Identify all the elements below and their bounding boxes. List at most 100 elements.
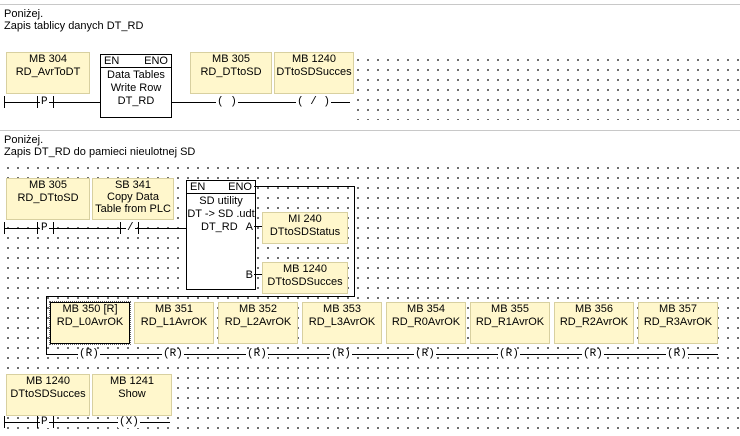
contact-mb305[interactable]: MB 305 RD_DTtoSD xyxy=(6,178,90,220)
output-mi240[interactable]: MI 240 DTtoSDStatus xyxy=(262,212,348,244)
reset-coil-symbol[interactable]: (R) xyxy=(78,348,100,360)
rung-comment: Poniżej. xyxy=(4,8,44,20)
operand-address: MB 353 xyxy=(323,303,361,315)
contact-bar xyxy=(53,96,54,108)
operand-name: RD_L0AvrOK xyxy=(56,316,124,328)
block-divider xyxy=(187,193,255,194)
contact-bar xyxy=(53,416,54,428)
operand-name: RD_R0AvrOK xyxy=(391,316,461,328)
operand-name: DTtoSDStatus xyxy=(269,226,341,238)
positive-edge-contact[interactable]: P xyxy=(40,222,49,234)
output-pin-a: A xyxy=(245,221,253,233)
reset-coil-symbol[interactable]: (R) xyxy=(246,348,268,360)
operand-address: MB 354 xyxy=(407,303,445,315)
reset-coil-symbol[interactable]: (R) xyxy=(666,348,688,360)
reset-coil-mb355[interactable]: MB 355 RD_R1AvrOK xyxy=(470,302,550,344)
contact-mb304[interactable]: MB 304 RD_AvrToDT xyxy=(6,52,90,94)
operand-address: MB 1240 xyxy=(282,263,328,275)
reset-coil-mb354[interactable]: MB 354 RD_R0AvrOK xyxy=(386,302,466,344)
output-pin-b: B xyxy=(245,269,253,281)
operand-name: RD_L1AvrOK xyxy=(140,316,208,328)
operand-address: MB 357 xyxy=(659,303,697,315)
reset-coil-mb350[interactable]: MB 350 [R] RD_L0AvrOK xyxy=(49,301,131,345)
output-mb1240[interactable]: MB 1240 DTtoSDSucces xyxy=(262,262,348,294)
operand-name: RD_R3AvrOK xyxy=(643,316,713,328)
operand-name: DTtoSDSucces xyxy=(10,388,86,400)
block-param: DT_RD xyxy=(201,221,238,233)
operand-address: MB 356 xyxy=(575,303,613,315)
contact-mb1240[interactable]: MB 1240 DTtoSDSucces xyxy=(6,374,90,416)
power-rail xyxy=(4,416,5,428)
pin-wire xyxy=(254,226,262,227)
eno-wire xyxy=(354,186,355,296)
operand-name: RD_R1AvrOK xyxy=(475,316,545,328)
power-rail xyxy=(4,222,5,234)
positive-edge-contact[interactable]: P xyxy=(40,416,49,428)
positive-edge-contact[interactable]: P xyxy=(40,96,49,108)
block-divider xyxy=(101,67,171,68)
coil-mb305[interactable]: MB 305 RD_DTtoSD xyxy=(190,52,272,94)
reset-coil-mb356[interactable]: MB 356 RD_R2AvrOK xyxy=(554,302,634,344)
output-coil[interactable]: ( ) xyxy=(216,96,238,108)
reset-coil-mb353[interactable]: MB 353 RD_L3AvrOK xyxy=(302,302,382,344)
contact-bar xyxy=(37,222,38,234)
operand-name: Show xyxy=(118,388,146,400)
rung-comment: Zapis DT_RD do pamieci nieulotnej SD xyxy=(4,146,196,158)
block-title: DT_RD xyxy=(117,95,155,107)
rung-separator xyxy=(0,130,740,131)
rung-wire xyxy=(46,354,718,355)
operand-name: DTtoSDSucces xyxy=(276,66,352,78)
contact-bar xyxy=(37,416,38,428)
eno-pin: ENO xyxy=(144,55,168,67)
operand-address: SB 341 xyxy=(114,179,152,191)
reset-coil-symbol[interactable]: (R) xyxy=(414,348,436,360)
reset-coil-symbol[interactable]: (R) xyxy=(582,348,604,360)
operand-address: MB 352 xyxy=(239,303,277,315)
reset-coil-symbol[interactable]: (R) xyxy=(330,348,352,360)
operand-address: MB 351 xyxy=(155,303,193,315)
reset-coil-symbol[interactable]: (R) xyxy=(498,348,520,360)
branch-wire xyxy=(46,296,355,297)
reset-coil-mb352[interactable]: MB 352 RD_L2AvrOK xyxy=(218,302,298,344)
reset-coil-mb357[interactable]: MB 357 RD_R3AvrOK xyxy=(638,302,718,344)
rung-wire xyxy=(4,228,188,229)
operand-name: Table from PLC xyxy=(95,203,171,215)
operand-name: RD_L2AvrOK xyxy=(224,316,292,328)
rung-separator xyxy=(0,4,740,5)
reset-coil-mb351[interactable]: MB 351 RD_L1AvrOK xyxy=(134,302,214,344)
operand-address: MB 1241 xyxy=(109,375,155,387)
function-block-dt-write-row[interactable]: EN ENO Data Tables Write Row DT_RD xyxy=(100,54,172,118)
coil-mb1241[interactable]: MB 1241 Show xyxy=(92,374,172,416)
operand-address: MB 355 xyxy=(491,303,529,315)
block-title: Data Tables xyxy=(107,69,165,81)
toggle-coil[interactable]: (X) xyxy=(118,416,140,428)
contact-sb341[interactable]: SB 341 Copy Data Table from PLC xyxy=(92,178,174,220)
operand-name: Copy Data xyxy=(107,191,159,203)
operand-address: MB 305 xyxy=(29,179,67,191)
rung-comment: Zapis tablicy danych DT_RD xyxy=(4,20,144,32)
en-pin: EN xyxy=(190,181,206,193)
en-pin: EN xyxy=(104,55,120,67)
contact-bar xyxy=(138,222,139,234)
operand-name: RD_R2AvrOK xyxy=(559,316,629,328)
ladder-grid xyxy=(350,52,740,120)
function-block-sd-utility[interactable]: EN ENO SD utility DT -> SD .udt DT_RD A … xyxy=(186,180,256,290)
block-title: Write Row xyxy=(110,82,162,94)
eno-wire xyxy=(254,186,354,187)
contact-bar xyxy=(53,222,54,234)
contact-bar xyxy=(120,222,121,234)
coil-mb1240[interactable]: MB 1240 DTtoSDSucces xyxy=(274,52,354,94)
operand-address: MB 1240 xyxy=(291,53,337,65)
normally-closed-contact[interactable]: / xyxy=(126,222,135,234)
pin-wire xyxy=(254,274,262,275)
operand-address: MI 240 xyxy=(288,213,322,225)
operand-address: MB 304 xyxy=(29,53,67,65)
rung-wire xyxy=(4,102,350,103)
operand-name: RD_DTtoSD xyxy=(200,66,262,78)
operand-address: MB 305 xyxy=(212,53,250,65)
negated-coil[interactable]: ( / ) xyxy=(296,96,332,108)
operand-name: DTtoSDSucces xyxy=(267,276,343,288)
rung-wire xyxy=(4,422,170,423)
operand-name: RD_L3AvrOK xyxy=(308,316,376,328)
reset-coil-symbol[interactable]: (R) xyxy=(162,348,184,360)
